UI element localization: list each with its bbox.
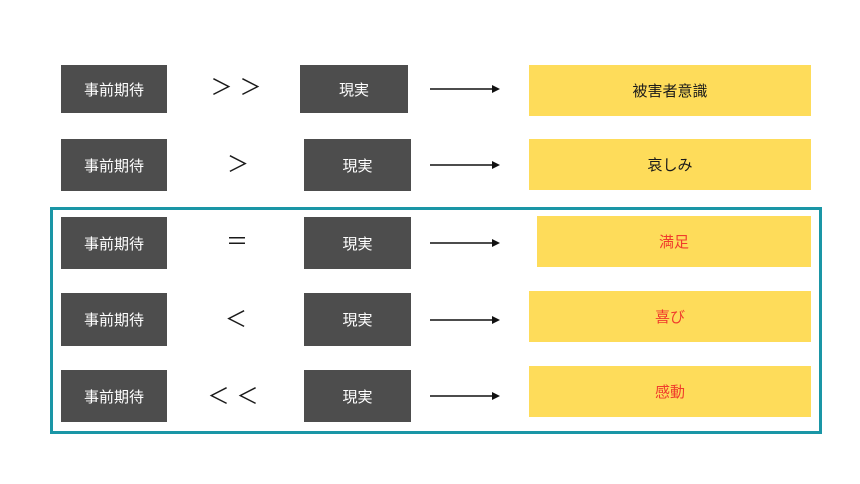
right-arrow-icon (430, 85, 500, 93)
reality-box: 現実 (300, 65, 408, 113)
highlight-frame (50, 207, 822, 434)
reality-box: 現実 (304, 293, 411, 346)
reality-box: 現実 (304, 139, 411, 191)
reality-box: 現実 (304, 370, 411, 422)
expectation-box: 事前期待 (61, 370, 167, 422)
reality-box: 現実 (304, 217, 411, 269)
expectation-box: 事前期待 (61, 217, 167, 269)
result-box: 喜び (529, 291, 811, 342)
right-arrow-icon (430, 161, 500, 169)
expectation-box: 事前期待 (61, 65, 167, 113)
expectation-box: 事前期待 (61, 139, 167, 191)
comparison-symbol: ＝ (225, 230, 248, 255)
expectation-box: 事前期待 (61, 293, 167, 346)
comparison-symbol: ＜ ＜ (207, 385, 259, 410)
comparison-symbol: ＜ (224, 308, 247, 333)
result-box: 満足 (537, 216, 811, 267)
right-arrow-icon (430, 316, 500, 324)
right-arrow-icon (430, 239, 500, 247)
result-box: 感動 (529, 366, 811, 417)
right-arrow-icon (430, 392, 500, 400)
result-box: 哀しみ (529, 139, 811, 190)
comparison-symbol: ＞ ＞ (210, 76, 262, 101)
result-box: 被害者意識 (529, 65, 811, 116)
comparison-symbol: ＞ (226, 153, 249, 178)
